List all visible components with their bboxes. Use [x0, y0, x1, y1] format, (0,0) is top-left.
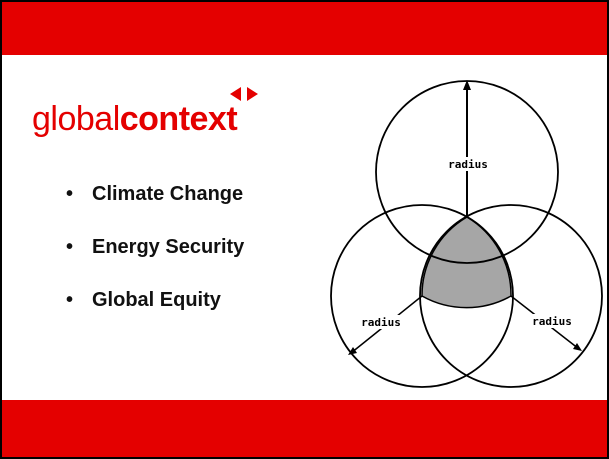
venn-circle-left [330, 204, 514, 388]
bullet-marker: • [66, 183, 74, 205]
top-red-band [2, 2, 607, 55]
arrowhead-top [463, 80, 471, 90]
arrowhead-left [348, 347, 357, 355]
venn-circle-right [419, 204, 603, 388]
bottom-red-band [2, 400, 607, 457]
logo-light-text: global [32, 100, 120, 138]
bullet-marker: • [66, 289, 74, 311]
bullet-marker: • [66, 236, 74, 258]
list-item-label: Global Equity [92, 289, 221, 311]
radius-label-right: radius [532, 315, 572, 328]
list-item-energy-security: • Energy Security [66, 235, 244, 259]
list-item-label: Energy Security [92, 236, 245, 258]
topic-list: • Climate Change • Energy Security • Global… [66, 182, 244, 341]
list-item-climate-change: • Climate Change [66, 182, 244, 206]
list-item-global-equity: • Global Equity [66, 288, 244, 312]
logo-bold-text: context [119, 100, 238, 138]
left-right-arrows-icon [230, 87, 258, 101]
radius-label-top: radius [448, 158, 488, 171]
list-item-label: Climate Change [92, 183, 244, 205]
radius-label-left: radius [361, 316, 401, 329]
arrowhead-right [573, 343, 582, 351]
global-context-logo: globalcontext [32, 100, 238, 138]
